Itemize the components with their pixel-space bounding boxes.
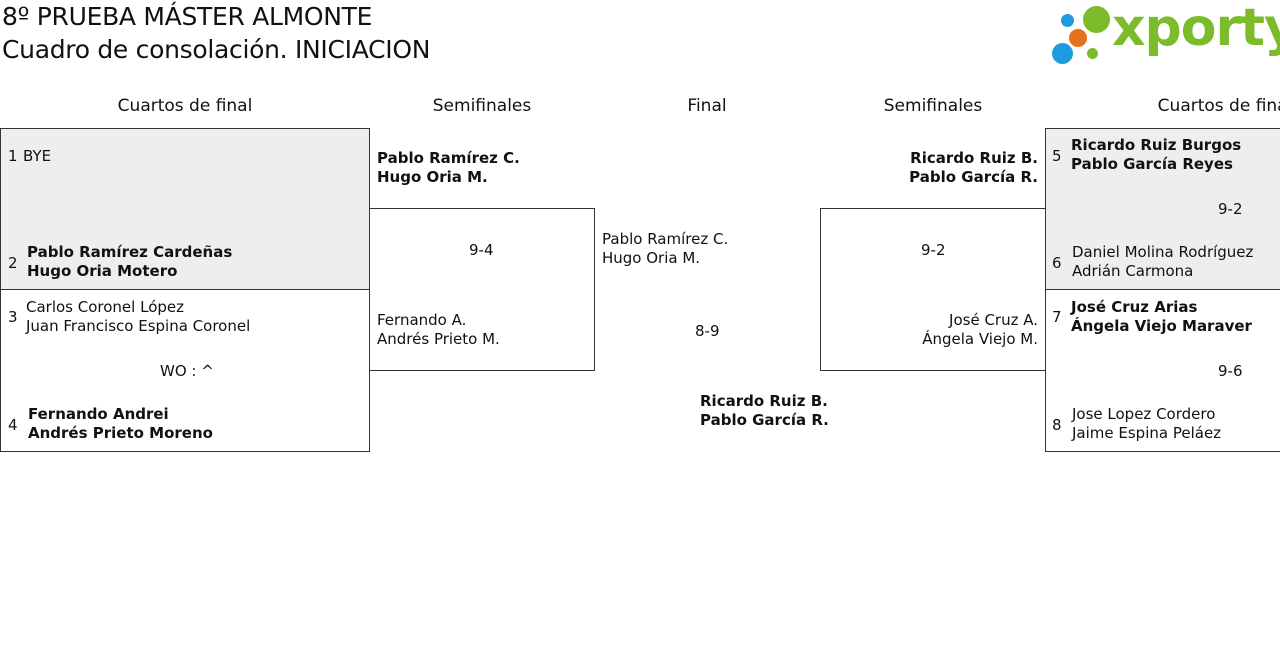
player-name: Pablo Ramírez C. [377,149,520,167]
player-name: Jaime Espina Peláez [1072,424,1222,442]
player-name: Pablo García Reyes [1071,155,1233,173]
column-header-sf-right: Semifinales [883,96,983,116]
match-score: WO : ^ [160,362,214,380]
player-name: Pablo Ramírez C. [602,230,729,248]
champion-name: Pablo García R. [700,411,829,429]
logo-text: xporty [1112,0,1280,58]
logo-dot-orange-icon [1069,29,1087,47]
column-header-qf-right: Cuartos de final [1157,96,1280,116]
player-name: Andrés Prieto Moreno [28,424,213,442]
seed-number: 5 [1052,147,1062,165]
column-header-final: Final [687,96,727,116]
logo-dot-blue-large-icon [1052,43,1073,64]
player-name: Ángela Viejo M. [922,330,1038,348]
match-box-qf-right-1 [1045,128,1280,290]
page-subtitle: Cuadro de consolación. INICIACION [2,35,431,64]
match-score: 9-2 [921,241,946,259]
player-name: Pablo Ramírez Cardeñas [27,243,233,261]
match-score: 9-2 [1218,200,1243,218]
player-name: Juan Francisco Espina Coronel [26,317,251,335]
player-name: José Cruz A. [949,311,1038,329]
player-name: José Cruz Arias [1071,298,1198,316]
player-name: Pablo García R. [909,168,1038,186]
player-name: Hugo Oria M. [377,168,488,186]
seed-number: 6 [1052,254,1062,272]
page-title: 8º PRUEBA MÁSTER ALMONTE [2,2,373,31]
match-score: 9-6 [1218,362,1243,380]
logo-dot-green-icon [1083,6,1110,33]
seed-number: 4 [8,416,18,434]
player-name: Jose Lopez Cordero [1072,405,1216,423]
champion-name: Ricardo Ruiz B. [700,392,828,410]
player-name: BYE [23,147,52,165]
seed-number: 2 [8,254,18,272]
player-name: Hugo Oria M. [602,249,701,267]
seed-number: 8 [1052,416,1062,434]
player-name: Carlos Coronel López [26,298,184,316]
player-name: Ángela Viejo Maraver [1071,317,1252,335]
column-header-sf-left: Semifinales [432,96,532,116]
seed-number: 3 [8,308,18,326]
player-name: Fernando A. [377,311,467,329]
seed-number: 7 [1052,308,1062,326]
player-name: Fernando Andrei [28,405,169,423]
player-name: Ricardo Ruiz B. [910,149,1038,167]
match-box-sf-left [369,208,595,371]
match-score: 9-4 [469,241,494,259]
player-name: Andrés Prieto M. [377,330,500,348]
player-name: Hugo Oria Motero [27,262,178,280]
xporty-logo[interactable]: xporty [1050,0,1280,68]
player-name: Daniel Molina Rodríguez [1072,243,1254,261]
match-box-qf-right-2 [1045,289,1280,452]
logo-dot-green-small-icon [1087,48,1098,59]
column-header-qf-left: Cuartos de final [117,96,253,116]
match-score: 8-9 [695,322,720,340]
match-box-qf-left-1 [0,128,370,290]
player-name: Adrián Carmona [1072,262,1194,280]
player-name: Ricardo Ruiz Burgos [1071,136,1242,154]
seed-number: 1 [8,147,18,165]
logo-dot-blue-icon [1061,14,1074,27]
